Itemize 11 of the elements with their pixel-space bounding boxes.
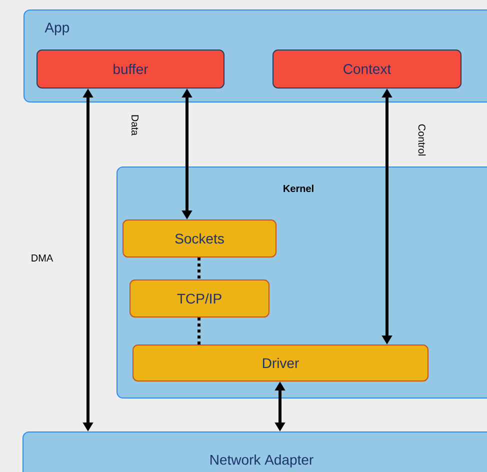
edge-label: DMA [32, 254, 54, 262]
layer-box: TCP/IP [130, 280, 270, 318]
dotted-connector [198, 258, 200, 280]
buffer-box: buffer [36, 50, 224, 88]
driver-box: Driver [132, 344, 428, 382]
edge-label: Control [418, 124, 426, 156]
context-box: Context [272, 50, 462, 88]
layer-box: Sockets [122, 220, 276, 258]
dotted-connector [198, 318, 200, 344]
adapter-box: Network Adapter [22, 432, 487, 472]
edge-label: Data [132, 115, 138, 136]
